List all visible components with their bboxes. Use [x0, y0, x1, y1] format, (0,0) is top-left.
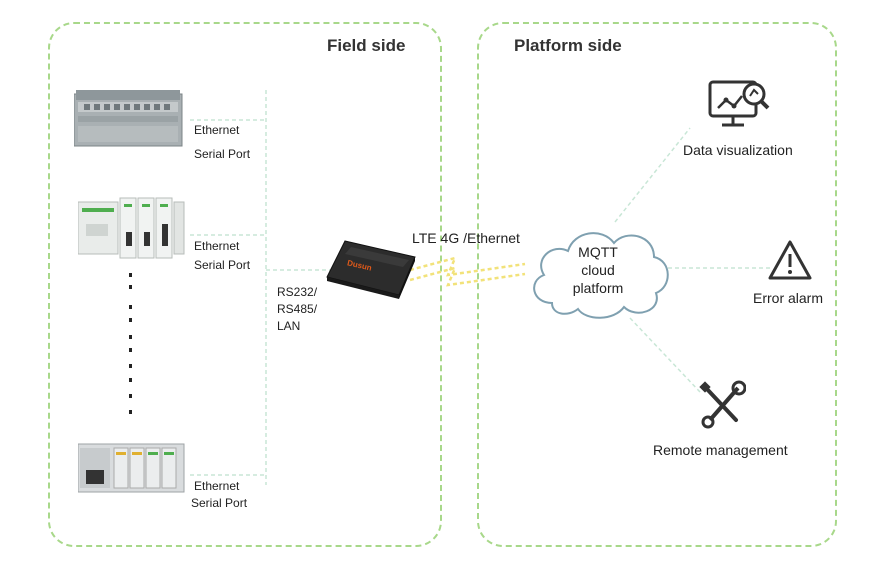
plc-device-1 — [73, 88, 184, 155]
platform-side-panel — [477, 22, 837, 547]
bus-label-line2: RS485/ — [277, 302, 318, 316]
cloud-label-line2: cloud — [581, 262, 615, 278]
field-side-panel — [48, 22, 442, 547]
plc3-ethernet-label: Ethernet — [194, 479, 240, 493]
plc1-serial-label: Serial Port — [194, 147, 251, 161]
remote-management-label: Remote management — [653, 442, 788, 458]
plc3-serial-label: Serial Port — [191, 496, 248, 510]
bus-label-line1: RS232/ — [277, 285, 318, 299]
ellipsis-dots — [129, 273, 132, 414]
wrench-screwdriver-icon — [698, 380, 747, 435]
plc1-ethernet-label: Ethernet — [194, 123, 240, 137]
cloud-label-line1: MQTT — [578, 244, 618, 260]
plc2-ethernet-label: Ethernet — [194, 239, 240, 253]
warning-triangle-icon — [767, 238, 813, 289]
cloud-icon — [524, 215, 676, 330]
data-visualization-label: Data visualization — [683, 142, 793, 158]
plc-device-3 — [77, 440, 186, 501]
bus-label-line3: LAN — [277, 319, 301, 333]
platform-side-title: Platform side — [514, 36, 622, 55]
data-visualization-icon — [706, 76, 772, 139]
field-side-title: Field side — [327, 36, 406, 55]
cloud-label-line3: platform — [572, 280, 624, 296]
gateway-device: Dusun — [325, 237, 417, 306]
plc-device-2 — [77, 194, 186, 267]
plc2-serial-label: Serial Port — [194, 258, 251, 272]
error-alarm-label: Error alarm — [753, 290, 824, 306]
link-label: LTE 4G /Ethernet — [412, 230, 520, 246]
